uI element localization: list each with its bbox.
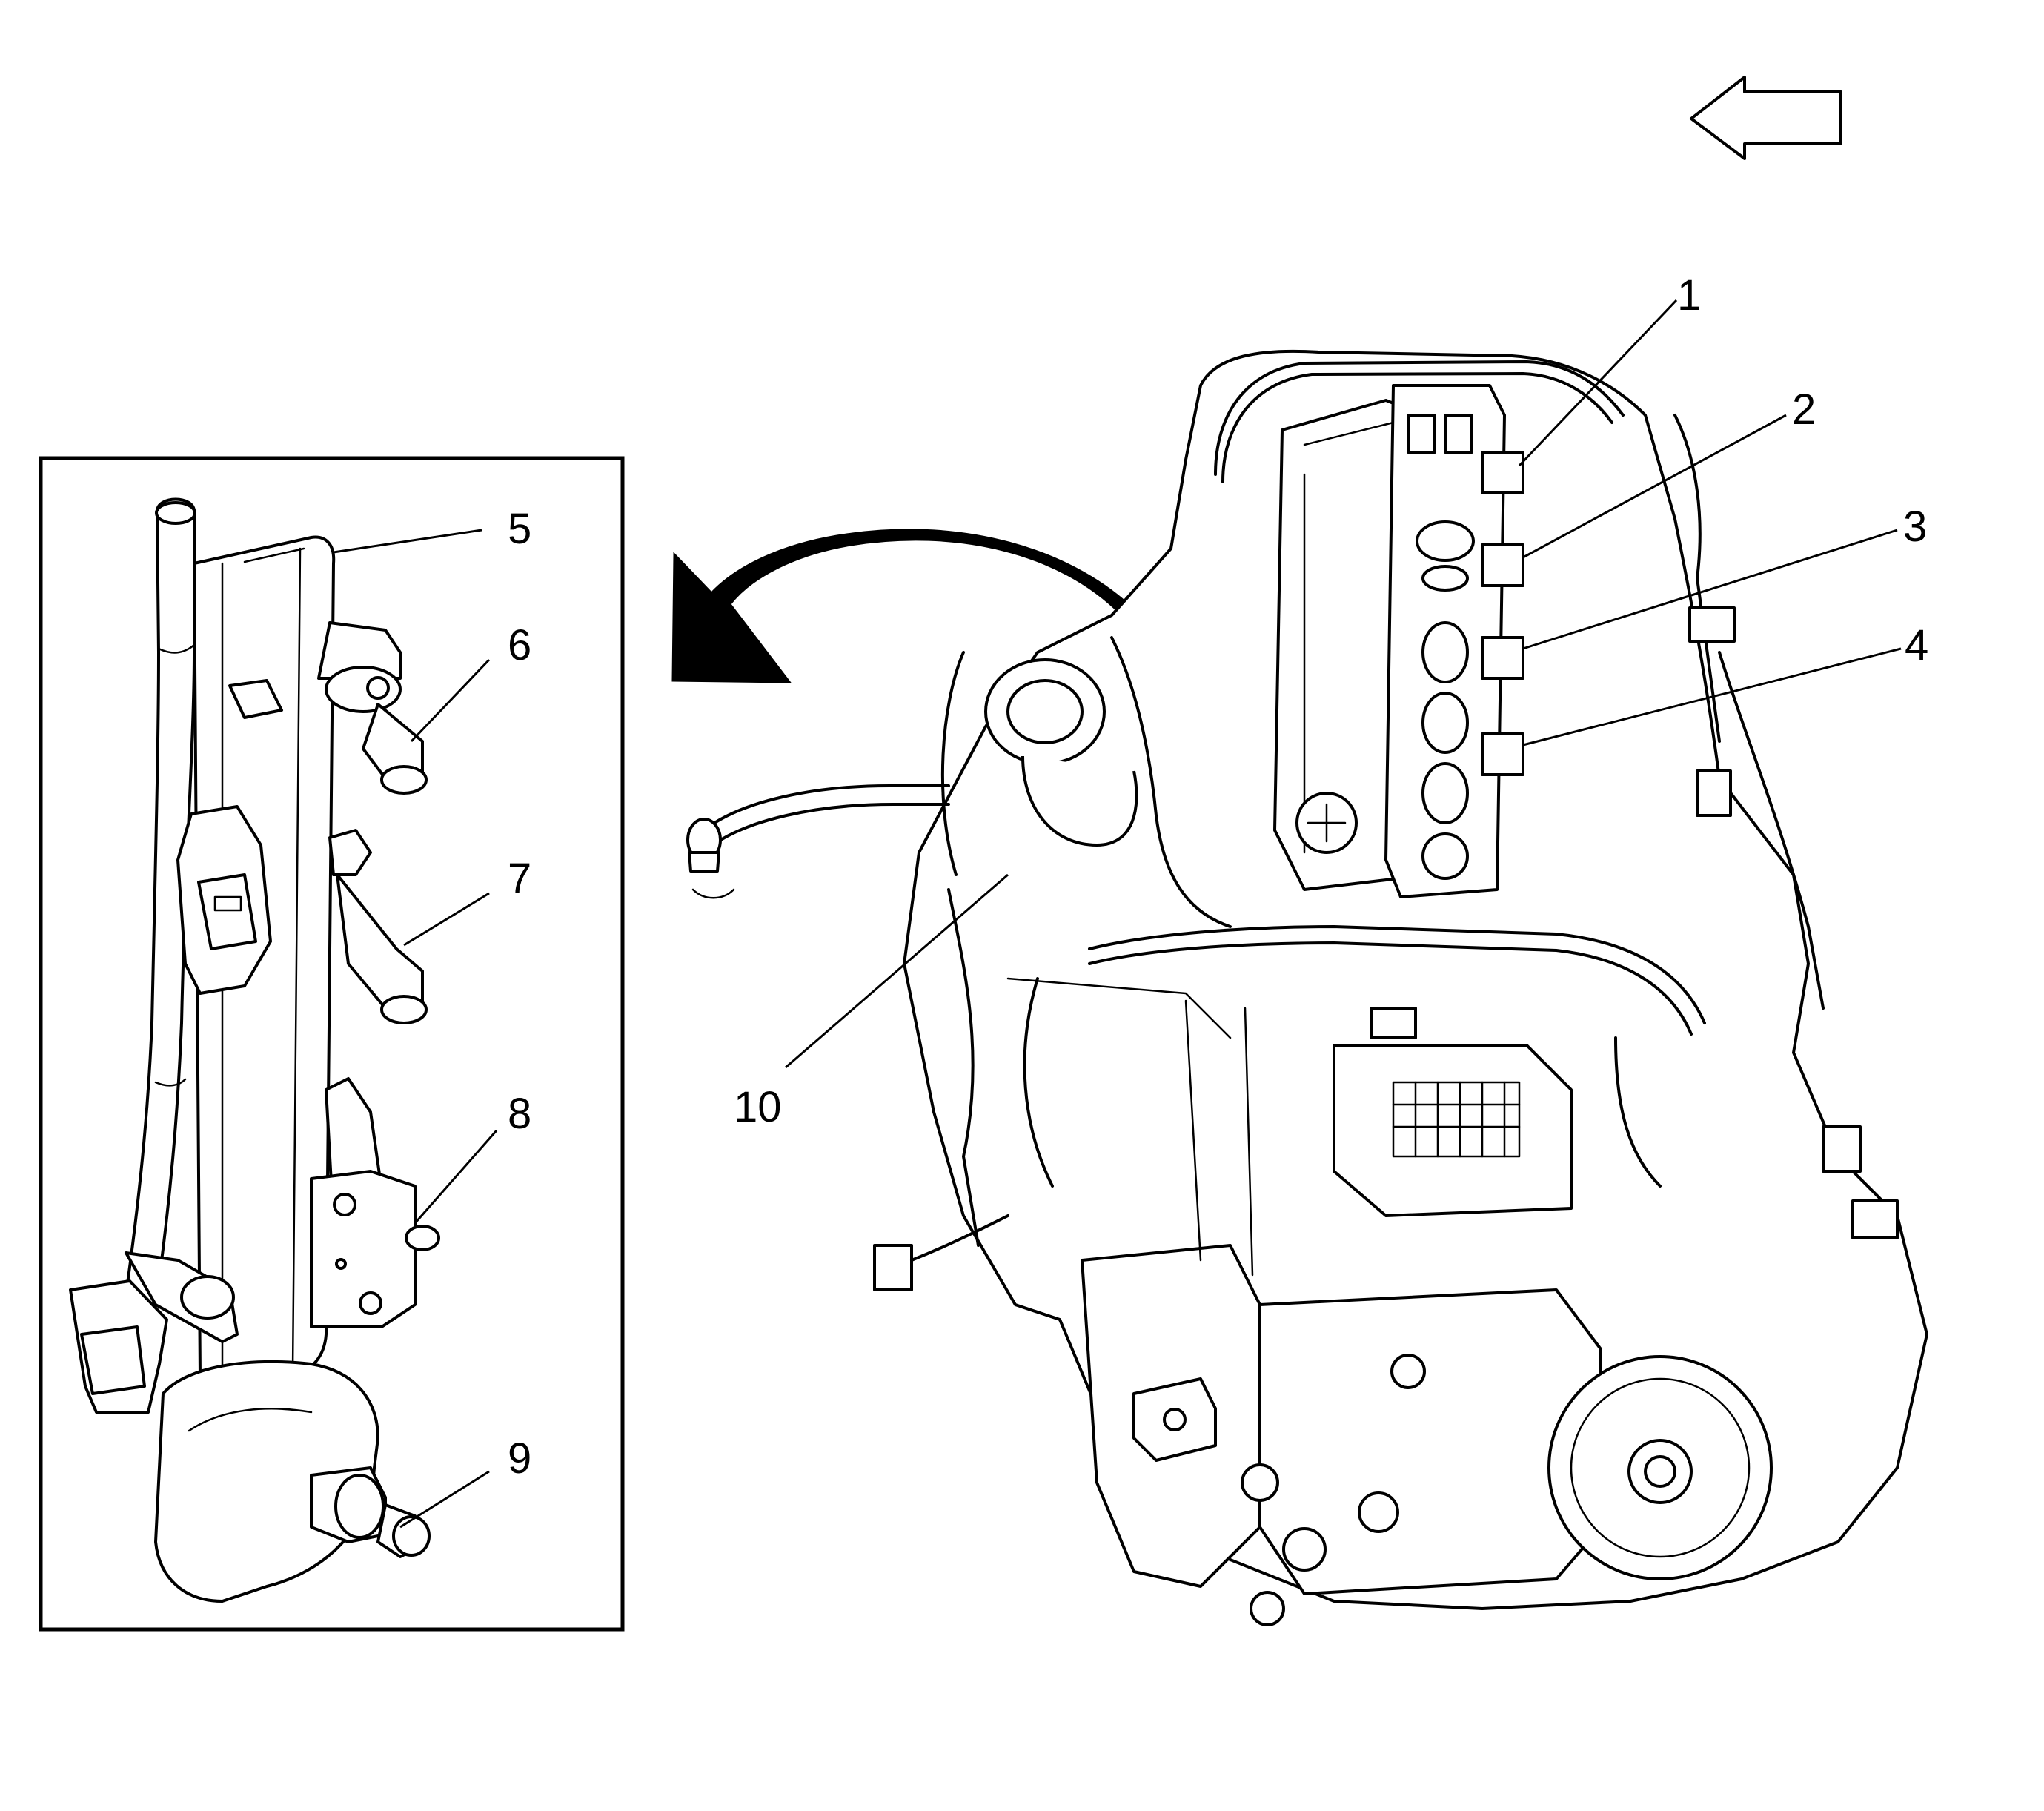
right-side-connectors (1688, 606, 1899, 1239)
fuel-feed-hose (123, 497, 196, 1306)
callout-8: 8 (508, 1090, 531, 1138)
leader-4 (1522, 647, 1902, 746)
callout-4: 4 (1905, 621, 1928, 669)
ignition-coil-strip (1384, 384, 1506, 898)
fuel-rail-detail-inset (39, 456, 625, 1632)
leader-9 (399, 1470, 490, 1529)
leader-1 (1518, 299, 1678, 467)
wiring-harness (940, 360, 1825, 1247)
callout-10: 10 (734, 1083, 782, 1131)
callout-3: 3 (1903, 503, 1927, 551)
transmission-housing (1081, 1244, 1602, 1626)
callout-9: 9 (508, 1434, 531, 1483)
injector-connector-4 (1481, 732, 1524, 776)
leader-7 (403, 892, 490, 947)
leader-3 (1522, 529, 1898, 650)
rail-clip (228, 679, 283, 719)
callout-7: 7 (508, 855, 531, 903)
rail-electrical-connector (176, 805, 272, 995)
throttle-body (984, 658, 1138, 847)
front-direction-arrow-icon (1690, 76, 1842, 160)
leader-6 (410, 658, 491, 743)
leader-2 (1522, 414, 1787, 559)
left-side-connector (873, 1214, 1009, 1291)
callout-1: 1 (1677, 271, 1701, 320)
fuel-pressure-housing (154, 1360, 431, 1603)
fuel-rail-body (193, 535, 336, 1380)
rail-return-plug (125, 1251, 239, 1343)
callout-5: 5 (508, 505, 531, 553)
lower-electrical-connector (69, 1279, 168, 1414)
callout-labels: 1 2 3 4 5 6 7 8 9 10 (508, 271, 1928, 1483)
leader-8 (414, 1130, 498, 1224)
curved-removal-arrow-icon (671, 529, 1132, 683)
callout-6: 6 (508, 621, 531, 669)
fuel-injector-7 (328, 829, 428, 1024)
lower-mount-bracket (1132, 1377, 1217, 1462)
vacuum-hose (686, 784, 950, 899)
engine-control-module (1333, 1007, 1573, 1217)
leader-lines (333, 299, 1902, 1529)
callout-2: 2 (1792, 385, 1816, 434)
fuel-injector-8 (310, 1077, 440, 1328)
engine-assembly (686, 349, 1928, 1626)
leader-10 (785, 873, 1009, 1069)
injector-connector-2 (1481, 543, 1524, 587)
injector-connector-3 (1481, 636, 1524, 680)
torque-converter (1547, 1355, 1773, 1580)
fuel-injector-6 (317, 621, 428, 795)
leader-5 (333, 529, 482, 554)
injector-connector-1 (1481, 451, 1524, 494)
